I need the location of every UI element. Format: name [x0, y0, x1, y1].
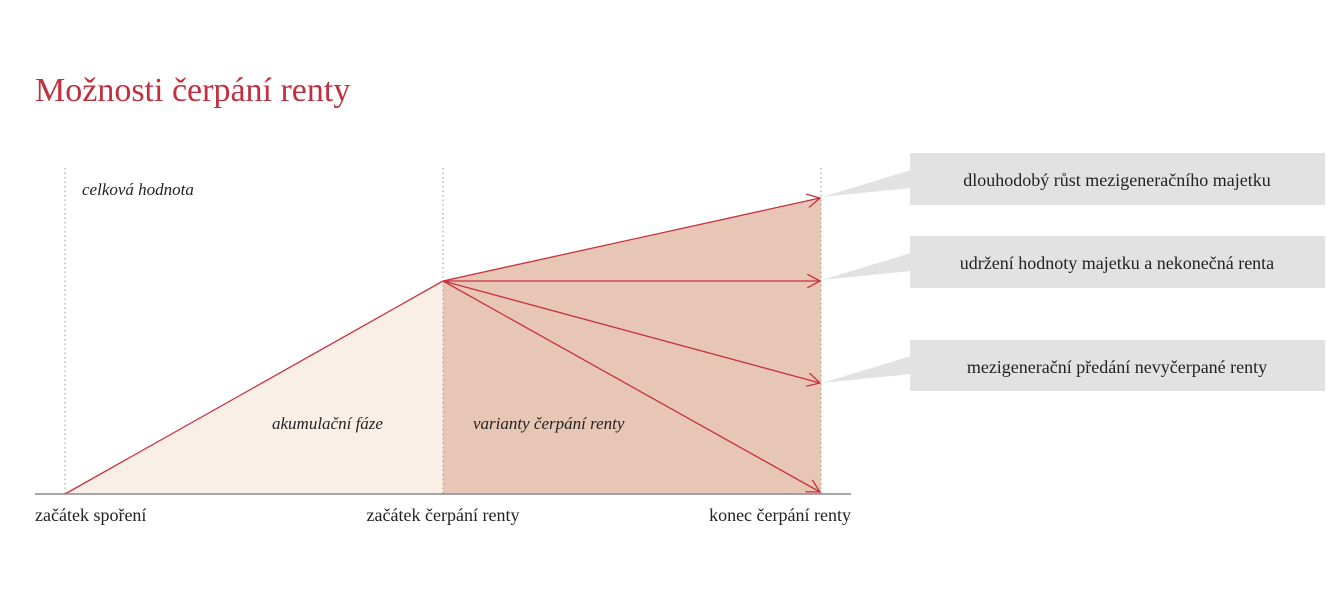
withdrawal-area — [443, 198, 821, 494]
page-title: Možnosti čerpání renty — [35, 72, 351, 109]
milestone-start-withdrawal: začátek čerpání renty — [367, 505, 520, 525]
withdrawal-phase-label: varianty čerpání renty — [473, 414, 625, 433]
scenario-box-1 — [910, 153, 1325, 205]
scenario-box-2 — [910, 236, 1325, 288]
milestone-start-saving: začátek spoření — [35, 505, 146, 525]
arrow-long-term-growth — [442, 198, 820, 282]
callout-pointer-1 — [822, 170, 911, 197]
scenario-label-2: udržení hodnoty majetku a nekonečná rent… — [960, 253, 1274, 273]
arrow-partial-transfer — [442, 280, 820, 383]
accumulation-phase-label: akumulační fáze — [272, 414, 383, 433]
scenario-label-1: dlouhodobý růst mezigeneračního majetku — [963, 170, 1270, 190]
milestone-end-withdrawal: konec čerpání renty — [709, 505, 851, 525]
callout-pointer-2 — [822, 253, 911, 280]
y-axis-label: celková hodnota — [82, 180, 194, 199]
accumulation-line — [64, 280, 444, 495]
scenario-label-3: mezigenerační předání nevyčerpané renty — [967, 357, 1267, 377]
arrow-full-depletion — [442, 280, 820, 492]
callout-pointer-3 — [822, 356, 911, 383]
scenario-box-3 — [910, 340, 1325, 391]
